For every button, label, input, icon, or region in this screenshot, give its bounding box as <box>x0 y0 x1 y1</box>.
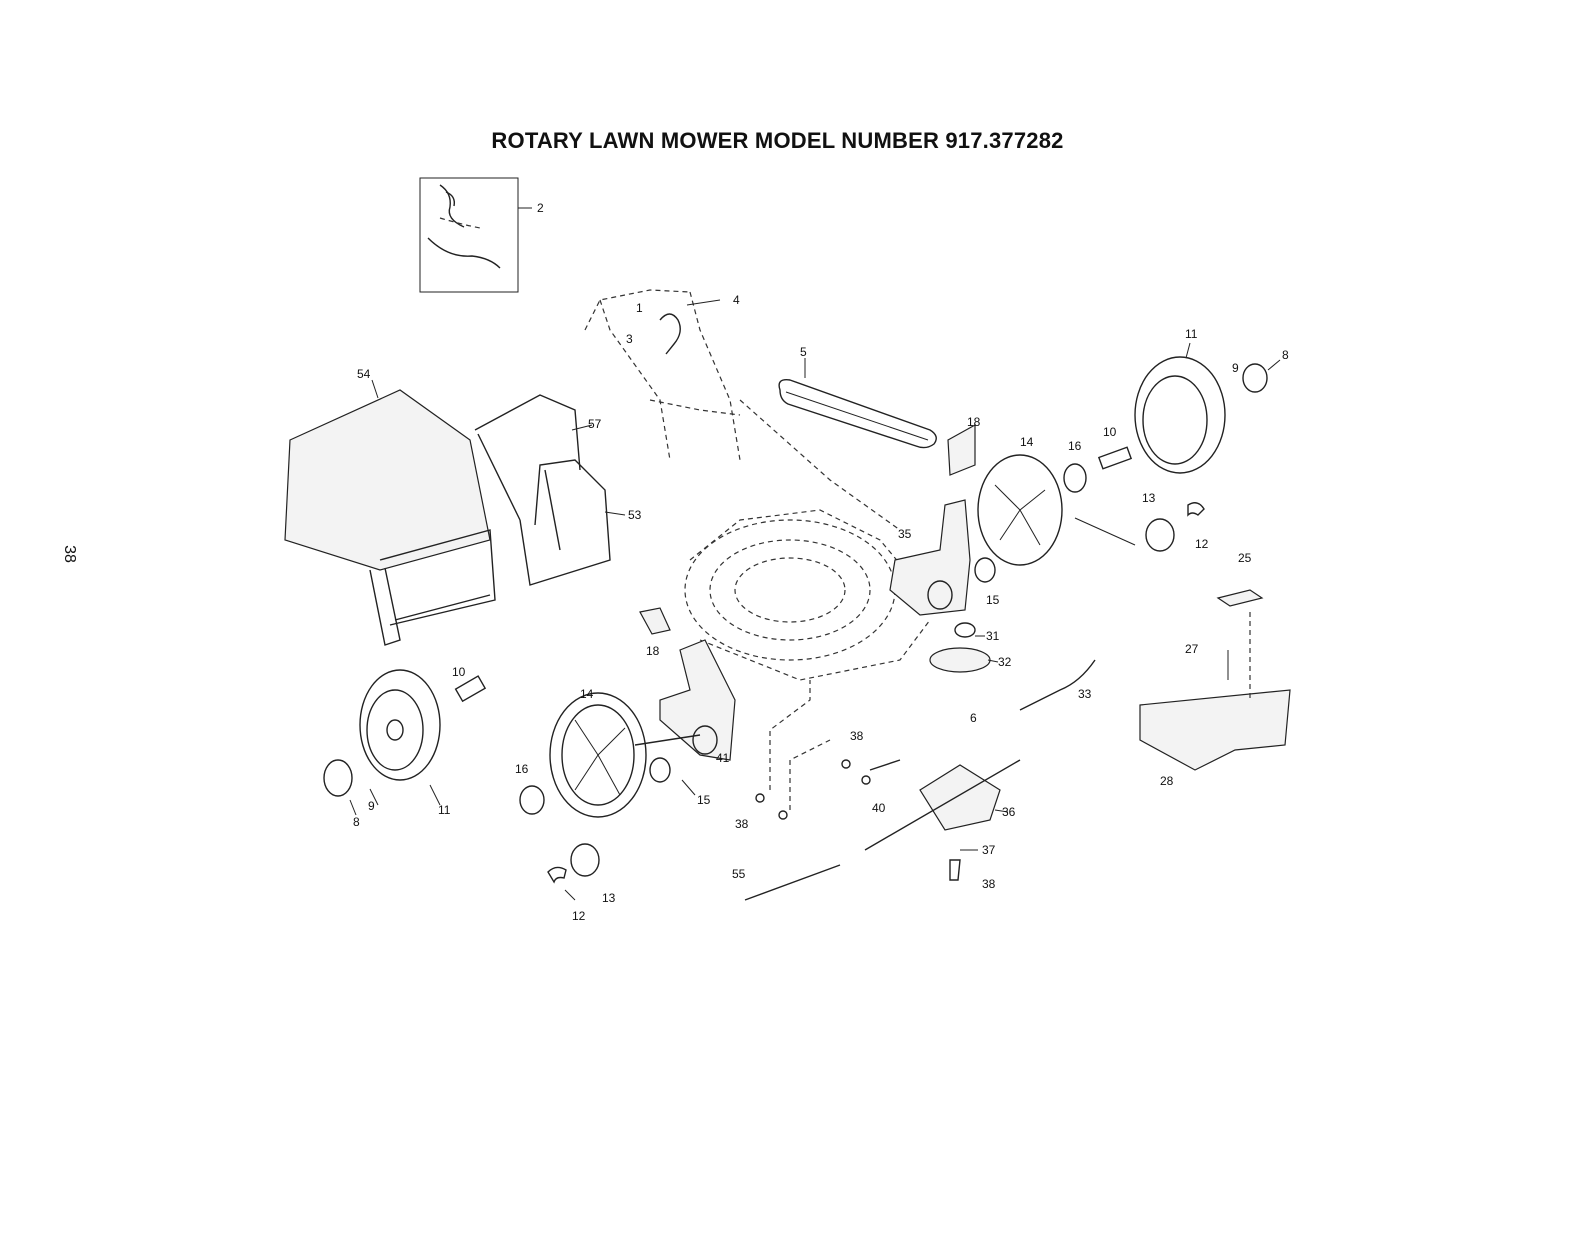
callout-9-right: 9 <box>1232 361 1239 375</box>
belt-part-5 <box>779 380 936 448</box>
callout-11-right: 11 <box>1185 327 1198 341</box>
callout-25: 25 <box>1238 551 1252 565</box>
callout-40: 40 <box>872 801 886 815</box>
callout-53: 53 <box>628 508 642 522</box>
wheel-right-part-11 <box>1075 357 1267 551</box>
callout-15-right: 15 <box>986 593 1000 607</box>
callout-8-left: 8 <box>353 815 360 829</box>
callout-35: 35 <box>898 527 912 541</box>
callout-27: 27 <box>1185 642 1199 656</box>
callout-12-left: 12 <box>572 909 586 923</box>
callout-38-b: 38 <box>735 817 749 831</box>
wheel-left-part-14 <box>520 693 646 882</box>
callout-14-left: 14 <box>580 687 594 701</box>
callout-57: 57 <box>588 417 602 431</box>
callout-14-right: 14 <box>1020 435 1034 449</box>
callout-3: 3 <box>626 332 633 346</box>
mower-handle <box>585 290 740 460</box>
grass-bag-part-54 <box>285 390 495 645</box>
callout-10-left: 10 <box>452 665 466 679</box>
callout-18-left: 18 <box>646 644 660 658</box>
callout-12-right: 12 <box>1195 537 1209 551</box>
callout-4: 4 <box>733 293 740 307</box>
callout-1: 1 <box>636 301 643 315</box>
callout-32: 32 <box>998 655 1012 669</box>
callout-41: 41 <box>716 751 730 765</box>
transmission-part-36 <box>745 623 1095 900</box>
callout-54: 54 <box>357 367 371 381</box>
callout-31: 31 <box>986 629 1000 643</box>
inset-part-2 <box>420 178 532 292</box>
callout-13-left: 13 <box>602 891 616 905</box>
callout-38-a: 38 <box>850 729 864 743</box>
callout-8-right: 8 <box>1282 348 1289 362</box>
callout-16-left: 16 <box>515 762 529 776</box>
callout-6: 6 <box>970 711 977 725</box>
callout-36: 36 <box>1002 805 1016 819</box>
callout-13-right: 13 <box>1142 491 1156 505</box>
callout-9-left: 9 <box>368 799 375 813</box>
callout-28: 28 <box>1160 774 1174 788</box>
callout-11-left: 11 <box>438 803 451 817</box>
wheel-right-part-14 <box>978 455 1086 565</box>
callout-38-c: 38 <box>982 877 996 891</box>
rear-skirt-part-28 <box>1140 590 1290 770</box>
callout-33: 33 <box>1078 687 1092 701</box>
callout-18-right: 18 <box>967 415 981 429</box>
callout-labels: 2 4 1 3 5 11 9 8 10 16 14 18 13 12 25 35… <box>353 201 1289 923</box>
callout-5: 5 <box>800 345 807 359</box>
wheel-left-part-11 <box>324 670 485 796</box>
mower-deck <box>685 400 930 680</box>
callout-10-right: 10 <box>1103 425 1117 439</box>
callout-2: 2 <box>537 201 544 215</box>
leader-lines <box>350 343 1280 900</box>
callout-37: 37 <box>982 843 996 857</box>
callout-15-left: 15 <box>697 793 711 807</box>
callout-55: 55 <box>732 867 746 881</box>
callout-16-right: 16 <box>1068 439 1082 453</box>
